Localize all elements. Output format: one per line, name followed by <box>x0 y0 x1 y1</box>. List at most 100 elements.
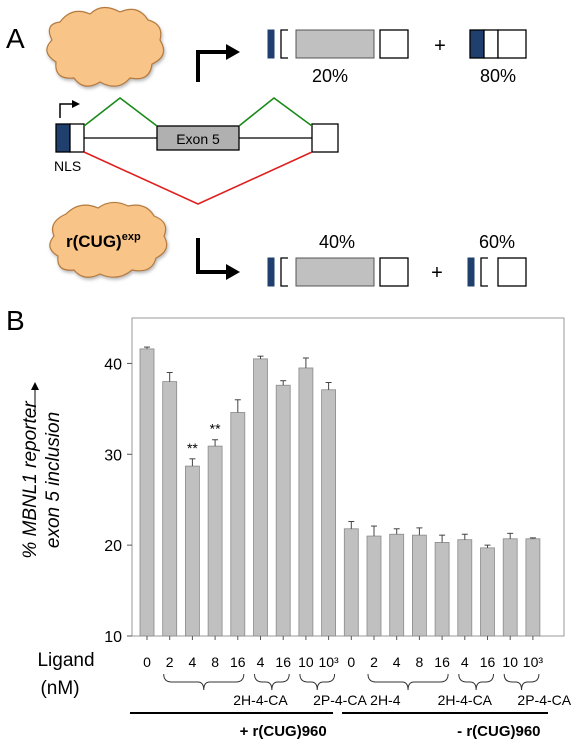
exon-bracket-bottom1 <box>280 257 288 287</box>
x-tick-label: 16 <box>434 654 450 670</box>
group-brace <box>299 673 336 691</box>
exon5-bottom1 <box>295 257 375 287</box>
gene-promoter-arrowhead <box>72 100 80 108</box>
x-tick-label: 16 <box>230 654 246 670</box>
gene-promoter-arrow <box>59 103 74 118</box>
y-axis-title: % MBNL1 reporter exon 5 inclusion <box>20 401 64 559</box>
bar <box>502 538 518 637</box>
bar <box>434 542 450 637</box>
bar <box>343 528 359 637</box>
exon-bracket-bottom2 <box>480 257 488 287</box>
plus-bottom: + <box>431 262 443 284</box>
bar <box>184 465 200 637</box>
bar <box>457 539 473 637</box>
exon-bracket-top1 <box>280 29 288 59</box>
exon-last-top2 <box>497 29 527 59</box>
splice-inclusion-left <box>83 96 158 127</box>
x-tick-label: 10³ <box>318 654 339 670</box>
y-tick-label: 20 <box>104 538 122 555</box>
bar <box>525 538 541 637</box>
group-brace <box>367 673 449 691</box>
ligand-label: Ligand <box>37 650 94 671</box>
splice-inclusion-right <box>238 96 313 127</box>
group-name: 2P-4-CA <box>313 692 367 708</box>
x-tick-label: 2 <box>370 654 378 670</box>
bar <box>298 367 314 637</box>
percent-bottom-right: 60% <box>479 232 515 252</box>
bar <box>230 412 246 637</box>
x-tick-label: 10 <box>502 654 518 670</box>
gene-exon-nls <box>55 123 71 153</box>
y-axis-title-line2: exon 5 inclusion <box>43 412 64 548</box>
promoter-arrowhead-top <box>226 44 240 60</box>
significance-marker: ** <box>187 440 198 456</box>
x-tick-label: 8 <box>211 654 219 670</box>
exon-last-top1 <box>379 29 409 59</box>
exon5-top1 <box>295 29 375 59</box>
y-axis-title-line1: % MBNL1 reporter <box>20 401 41 559</box>
bar <box>253 358 268 637</box>
promoter-arrow-bottom <box>196 238 228 274</box>
group-brace <box>163 673 245 691</box>
x-tick-label: 10³ <box>523 654 544 670</box>
cloud-bottom-label-sup: exp <box>122 231 141 243</box>
promoter-arrow-top <box>196 50 228 82</box>
bar <box>411 534 427 637</box>
x-tick-label: 0 <box>347 654 355 670</box>
exon-mid-top2 <box>483 29 499 59</box>
cloud-top <box>46 6 165 87</box>
exon-nls-top2 <box>469 29 485 59</box>
unit-label: (nM) <box>40 678 79 699</box>
x-tick-label: 4 <box>189 654 197 670</box>
cloud-bottom-label-main: r(CUG) <box>66 232 122 251</box>
plus-top: + <box>434 35 446 57</box>
cloud-bottom-label: r(CUG)exp <box>66 231 141 251</box>
x-tick-label: 2 <box>166 654 174 670</box>
panel-b-label: B <box>6 305 25 336</box>
promoter-arrowhead-bottom <box>226 264 240 280</box>
bar <box>480 547 495 637</box>
x-tick-label: 4 <box>257 654 265 670</box>
exon-nls-bottom2 <box>467 257 475 287</box>
bar <box>366 535 382 637</box>
gene-exon-2 <box>69 123 85 153</box>
cloud-bottom <box>49 201 168 278</box>
panel-a-label: A <box>6 23 25 54</box>
x-tick-label: 4 <box>461 654 469 670</box>
y-tick-label: 40 <box>104 356 122 373</box>
condition-label: + r(CUG)960 <box>240 723 327 740</box>
x-tick-label: 16 <box>480 654 496 670</box>
percent-top-left: 20% <box>312 66 348 86</box>
bar <box>389 533 405 637</box>
x-tick-label: 10 <box>298 654 314 670</box>
percent-top-right: 80% <box>480 66 516 86</box>
group-name: 2H-4-CA <box>438 692 493 708</box>
percent-bottom-left: 40% <box>319 232 355 252</box>
x-tick-label: 4 <box>393 654 401 670</box>
x-tick-label: 0 <box>143 654 151 670</box>
gene-exon-last <box>311 123 339 153</box>
group-brace <box>503 673 540 691</box>
splice-skipping <box>83 151 313 205</box>
bars: ** ** <box>139 346 541 637</box>
significance-marker: ** <box>210 421 221 437</box>
group-brace <box>254 673 290 691</box>
group-name: 2H-4-CA <box>233 692 288 708</box>
gene-exon5 <box>156 125 240 151</box>
exon-last-bottom1 <box>379 257 409 287</box>
exon-nls-top1 <box>267 29 275 59</box>
bar <box>162 381 178 637</box>
group-brace <box>458 673 494 691</box>
bar <box>275 384 291 637</box>
y-tick-label: 10 <box>104 629 122 646</box>
gene-exon5-label: Exon 5 <box>176 131 220 147</box>
bar <box>139 348 155 637</box>
y-tick-label: 30 <box>104 447 122 464</box>
bar <box>321 389 337 637</box>
gene-nls-label: NLS <box>54 158 81 174</box>
group-name: 2P-4-CA <box>517 692 571 708</box>
